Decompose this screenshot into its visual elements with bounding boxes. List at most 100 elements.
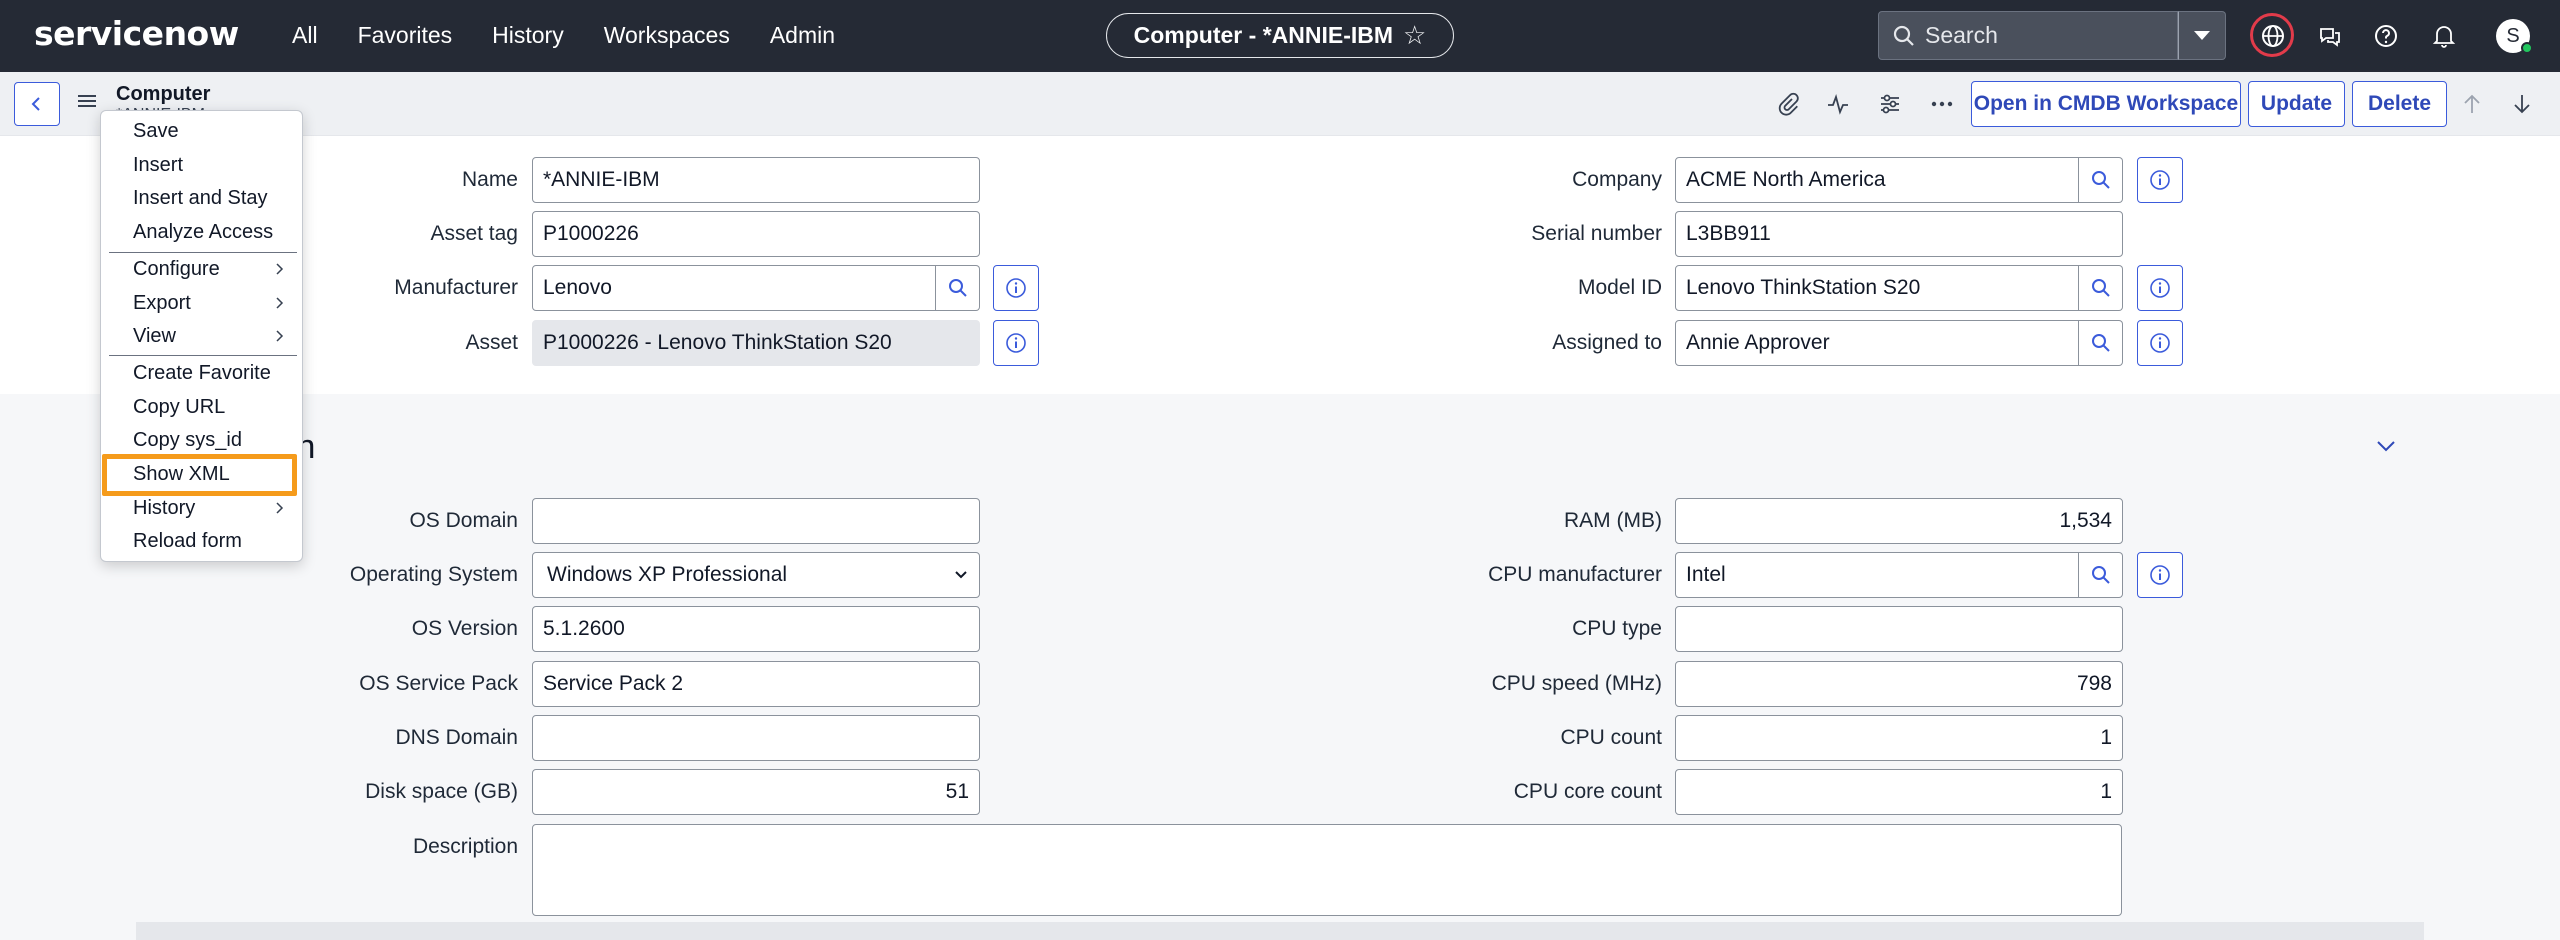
- menu-separator: [109, 355, 297, 356]
- menu-item-history[interactable]: History: [133, 497, 196, 519]
- os-version-field[interactable]: 5.1.2600: [532, 606, 980, 652]
- menu-item-reload-form[interactable]: Reload form: [133, 530, 242, 552]
- cpu-count-label: CPU count: [1560, 726, 1662, 749]
- search-icon: [948, 279, 967, 297]
- menu-item-show-xml[interactable]: Show XML: [133, 463, 230, 485]
- dns-domain-field[interactable]: [532, 715, 980, 761]
- menu-item-insert-and-stay[interactable]: Insert and Stay: [133, 187, 268, 209]
- menu-item-create-favorite[interactable]: Create Favorite: [133, 362, 271, 384]
- globe-icon[interactable]: [2256, 19, 2290, 53]
- search-scope-dropdown[interactable]: [2178, 11, 2226, 60]
- name-label: Name: [461, 168, 518, 191]
- form-header: Computer *ANNIE-IBM Open in CMDB Workspa…: [0, 72, 2560, 136]
- assigned-to-field[interactable]: Annie Approver: [1675, 320, 2079, 366]
- context-title: Computer - *ANNIE-IBM: [1133, 22, 1394, 48]
- company-field[interactable]: ACME North America: [1675, 157, 2079, 203]
- open-in-cmdb-workspace-button[interactable]: Open in CMDB Workspace: [1971, 81, 2241, 127]
- assigned-to-lookup-button[interactable]: [2079, 320, 2123, 366]
- star-icon[interactable]: ☆: [1403, 20, 1427, 50]
- company-info-button[interactable]: [2137, 157, 2183, 203]
- menu-item-export[interactable]: Export: [133, 292, 191, 314]
- personalize-form-icon[interactable]: [1876, 90, 1904, 118]
- menu-item-copy-url[interactable]: Copy URL: [133, 396, 226, 418]
- cpu-type-label: CPU type: [1572, 617, 1662, 640]
- manufacturer-info-button[interactable]: [993, 265, 1039, 311]
- cpu-type-field[interactable]: [1675, 606, 2123, 652]
- context-menu-icon[interactable]: [78, 92, 100, 116]
- online-status-dot: [2521, 42, 2533, 54]
- arrow-down-icon[interactable]: [2508, 90, 2536, 118]
- attachment-icon[interactable]: [1774, 90, 1802, 118]
- os-version-label: OS Version: [411, 617, 518, 640]
- more-options-icon[interactable]: [1928, 90, 1956, 118]
- ram-field[interactable]: 1,534: [1675, 498, 2123, 544]
- serial-number-field[interactable]: L3BB911: [1675, 211, 2123, 257]
- cpu-speed-field[interactable]: 798: [1675, 661, 2123, 707]
- chevron-left-icon: [31, 97, 40, 111]
- assigned-to-label: Assigned to: [1552, 331, 1662, 354]
- cpu-speed-label: CPU speed (MHz): [1491, 672, 1662, 695]
- os-service-pack-field[interactable]: Service Pack 2: [532, 661, 980, 707]
- nav-link-favorites[interactable]: Favorites: [357, 22, 453, 48]
- delete-button[interactable]: Delete: [2352, 81, 2447, 127]
- help-icon[interactable]: [2369, 19, 2403, 53]
- chevron-right-icon: [276, 297, 284, 309]
- menu-item-insert[interactable]: Insert: [133, 154, 184, 176]
- model-id-field[interactable]: Lenovo ThinkStation S20: [1675, 265, 2079, 311]
- cpu-count-field[interactable]: 1: [1675, 715, 2123, 761]
- menu-item-analyze-access[interactable]: Analyze Access: [133, 221, 274, 243]
- update-button[interactable]: Update: [2248, 81, 2345, 127]
- cpu-manufacturer-info-button[interactable]: [2137, 552, 2183, 598]
- cpu-manufacturer-field[interactable]: Intel: [1675, 552, 2079, 598]
- menu-item-save[interactable]: Save: [133, 120, 179, 142]
- search-placeholder: Search: [1925, 22, 1998, 48]
- assigned-to-info-button[interactable]: [2137, 320, 2183, 366]
- search-icon: [2091, 171, 2110, 189]
- form-title: Computer: [116, 83, 211, 105]
- menu-item-configure[interactable]: Configure: [133, 258, 220, 280]
- general-section: [0, 136, 2560, 394]
- bell-icon[interactable]: [2427, 19, 2461, 53]
- company-lookup-button[interactable]: [2079, 157, 2123, 203]
- nav-link-admin[interactable]: Admin: [769, 22, 836, 48]
- chevron-down-icon: [2194, 31, 2210, 40]
- chat-icon[interactable]: [2313, 19, 2347, 53]
- description-textarea[interactable]: [532, 824, 2122, 916]
- os-domain-label: OS Domain: [409, 509, 518, 532]
- cpu-core-count-field[interactable]: 1: [1675, 769, 2123, 815]
- company-label: Company: [1572, 168, 1662, 191]
- model-id-lookup-button[interactable]: [2079, 265, 2123, 311]
- manufacturer-lookup-button[interactable]: [936, 265, 980, 311]
- show-xml-highlight: [102, 454, 297, 496]
- cpu-manufacturer-label: CPU manufacturer: [1488, 563, 1662, 586]
- nav-link-history[interactable]: History: [492, 22, 564, 48]
- servicenow-logo[interactable]: servicenow: [34, 14, 239, 53]
- collapse-section-chevron-icon[interactable]: [2372, 432, 2400, 460]
- menu-item-copy-sys-id[interactable]: Copy sys_id: [133, 429, 242, 451]
- chevron-down-icon: [955, 571, 967, 579]
- top-navigation: servicenow All Favorites History Workspa…: [0, 0, 2560, 72]
- chevron-right-icon: [276, 263, 284, 275]
- disk-space-field[interactable]: 51: [532, 769, 980, 815]
- asset-tag-field[interactable]: P1000226: [532, 211, 980, 257]
- name-field[interactable]: *ANNIE-IBM: [532, 157, 980, 203]
- activity-icon[interactable]: [1824, 90, 1852, 118]
- asset-info-button[interactable]: [993, 320, 1039, 366]
- chevron-right-icon: [276, 330, 284, 342]
- back-button[interactable]: [14, 82, 60, 126]
- nav-link-all[interactable]: All: [292, 22, 318, 48]
- os-domain-field[interactable]: [532, 498, 980, 544]
- arrow-up-icon[interactable]: [2458, 90, 2486, 118]
- menu-item-view[interactable]: View: [133, 325, 176, 347]
- nav-link-workspaces[interactable]: Workspaces: [603, 22, 730, 48]
- os-service-pack-label: OS Service Pack: [359, 672, 518, 695]
- model-id-info-button[interactable]: [2137, 265, 2183, 311]
- info-icon: [2150, 278, 2170, 298]
- cpu-manufacturer-lookup-button[interactable]: [2079, 552, 2123, 598]
- manufacturer-field[interactable]: Lenovo: [532, 265, 936, 311]
- operating-system-select[interactable]: Windows XP Professional: [532, 552, 980, 598]
- context-title-pill[interactable]: Computer - *ANNIE-IBM ☆: [1106, 13, 1454, 58]
- info-icon: [1006, 278, 1026, 298]
- global-search-input[interactable]: Search: [1878, 11, 2178, 60]
- dns-domain-label: DNS Domain: [395, 726, 518, 749]
